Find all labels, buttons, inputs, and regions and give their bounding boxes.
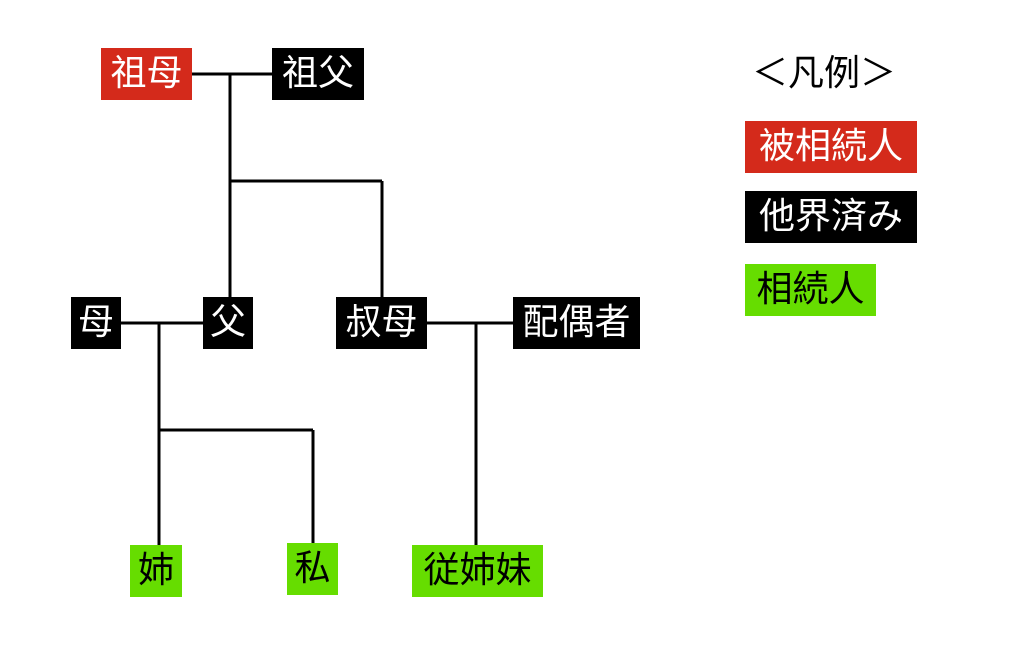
legend-item-already-deceased: 他界済み [745,191,917,243]
legend-item-deceased-person: 被相続人 [745,121,917,173]
node-me: 私 [287,543,338,595]
legend-title: ＜凡例＞ [752,53,897,94]
node-father: 父 [203,297,253,349]
node-aunt: 叔母 [336,297,427,349]
node-mother: 母 [71,297,121,349]
node-aunt-spouse: 配偶者 [513,297,640,349]
node-older-sister: 姉 [130,545,182,597]
node-grandfather: 祖父 [272,48,364,100]
node-cousin: 従姉妹 [412,545,543,597]
legend-item-heir: 相続人 [745,264,876,316]
node-grandmother: 祖母 [101,48,192,100]
